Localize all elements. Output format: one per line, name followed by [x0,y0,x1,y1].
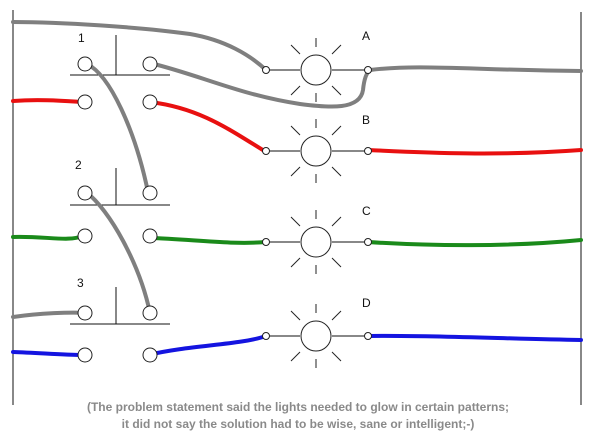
caption-line-2: it did not say the solution had to be wi… [122,417,475,431]
gray-wire-right [368,65,583,73]
lamp-a [262,38,372,102]
blue-wire-right [366,333,583,342]
lamp-b-label: B [362,113,370,127]
green-wire-left [11,234,84,241]
switch-3-terminals [77,305,158,363]
blue-wire-lamp-d [146,334,268,357]
caption-line-1: (The problem statement said the lights n… [87,400,509,414]
lamp-c [262,210,372,274]
green-wire-right [366,238,583,248]
switch-3-base [70,287,170,325]
switch-2-base [70,168,170,206]
switch-1-label: 1 [78,31,85,45]
switch-3-label: 3 [77,276,84,290]
switch-2-label: 2 [75,158,82,172]
switch-1-base [70,35,170,76]
lamp-d [262,304,372,368]
red-wire-lamp-b [148,100,268,154]
gray-wire-cross-2-3 [84,190,152,315]
green-wire-lamp-c [148,236,268,245]
gray-wire-lead-3 [11,310,90,319]
gray-wire-loop [148,61,372,109]
switch-2-terminals [77,185,158,244]
gray-wire-cross-1-2 [85,62,150,194]
switch-1-terminals [77,56,158,110]
red-wire-right [366,148,583,156]
lamp-a-label: A [362,29,370,43]
lamp-b [262,119,372,183]
red-wire-left [11,98,84,104]
lamp-c-label: C [362,204,371,218]
lamp-d-label: D [362,296,371,310]
gray-wire-feed [11,20,268,72]
blue-wire-left [11,350,84,357]
